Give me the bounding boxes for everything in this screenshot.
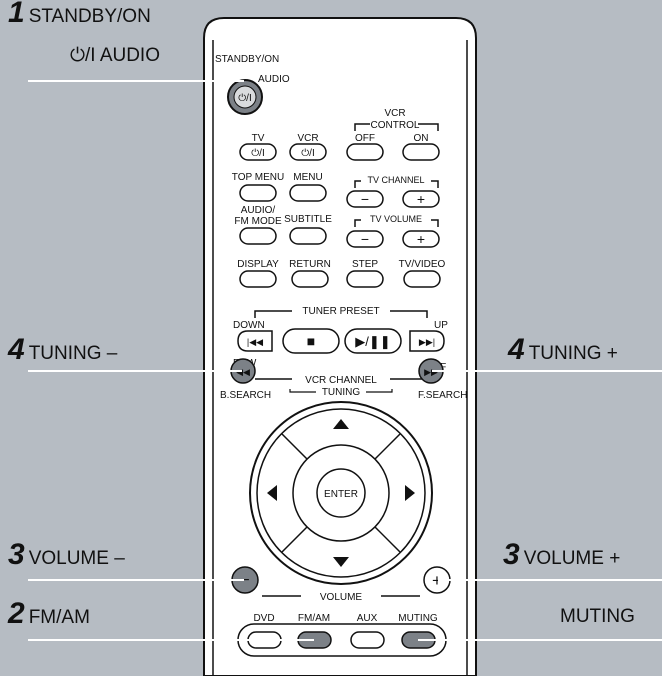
display-label: DISPLAY [237, 259, 279, 270]
power-icon: ⏻/I [238, 93, 251, 104]
tv-video-button[interactable] [403, 270, 441, 288]
vcr-channel-label: VCR CHANNEL [305, 375, 377, 386]
standby-label: STANDBY/ON [215, 54, 279, 65]
svg-text:⏻/I: ⏻/I [251, 148, 264, 159]
volume-minus-callout-line [28, 579, 244, 581]
vcr-control-label: CONTROL [371, 120, 420, 131]
menu-button[interactable] [289, 184, 327, 202]
step-button[interactable] [346, 270, 384, 288]
tv-volume-minus-button[interactable] [346, 230, 384, 248]
vcr-label: VCR [297, 133, 318, 144]
standby-callout-line2: ⏻/I AUDIO [70, 45, 160, 66]
on-label: ON [414, 133, 429, 144]
audio-fm-label: AUDIO/ [241, 205, 276, 216]
rewind-icon: ◀◀ [236, 367, 250, 377]
fast-forward-icon: ▶▶ [424, 367, 438, 377]
skip-back-icon: |◀◀ [247, 337, 263, 347]
return-button[interactable] [291, 270, 329, 288]
tv-label: TV [252, 133, 265, 144]
tuning-plus-callout-line [432, 370, 662, 372]
fm-mode-label: FM MODE [234, 216, 282, 227]
vcr-control-vcr-label: VCR [384, 108, 405, 119]
subtitle-label: SUBTITLE [284, 214, 332, 225]
return-label: RETURN [289, 259, 331, 270]
up-label: UP [434, 320, 448, 331]
tv-channel-minus-button[interactable] [346, 190, 384, 208]
vcr-on-button[interactable] [402, 143, 440, 161]
tv-channel-plus-button[interactable] [402, 190, 440, 208]
tv-volume-label: TV VOLUME [370, 214, 422, 224]
down-arrow-button[interactable] [333, 557, 349, 567]
tv-video-label: TV/VIDEO [399, 259, 446, 270]
vcr-power-button[interactable] [289, 143, 327, 161]
vcr-off-button[interactable] [346, 143, 384, 161]
fmam-callout-line [28, 639, 314, 641]
step-label: STEP [352, 259, 378, 270]
play-pause-button[interactable] [344, 328, 402, 354]
svg-text:+: + [432, 571, 442, 590]
svg-text:+: + [417, 191, 425, 207]
display-button[interactable] [239, 270, 277, 288]
aux-button[interactable] [350, 631, 385, 649]
top-menu-label: TOP MENU [232, 172, 284, 183]
f-search-label: F.SEARCH [418, 390, 467, 401]
standby-callout-line [28, 80, 244, 82]
enter-button[interactable] [316, 468, 366, 518]
tv-channel-label: TV CHANNEL [367, 175, 424, 185]
up-arrow-button[interactable] [333, 419, 349, 429]
muting-callout: MUTING [560, 606, 635, 627]
stop-icon: ■ [307, 333, 315, 349]
svg-text:−: − [361, 191, 369, 207]
right-arrow-button[interactable] [405, 485, 415, 501]
skip-forward-icon: ▶▶| [419, 337, 435, 347]
audio-fm-mode-button[interactable] [239, 227, 277, 245]
skip-forward-button[interactable] [409, 330, 445, 352]
muting-callout-line [418, 639, 662, 641]
left-arrow-button[interactable] [267, 485, 277, 501]
menu-label: MENU [293, 172, 322, 183]
muting-label: MUTING [398, 613, 438, 624]
aux-label: AUX [357, 613, 378, 624]
skip-back-button[interactable] [237, 330, 273, 352]
svg-text:−: − [361, 231, 369, 247]
svg-text:+: + [417, 231, 425, 247]
svg-text:−: − [240, 572, 249, 589]
dvd-label: DVD [253, 613, 274, 624]
tuning-label: TUNING [322, 387, 361, 398]
enter-label: ENTER [324, 489, 358, 500]
tv-power-button[interactable] [239, 143, 277, 161]
stop-button[interactable] [282, 328, 340, 354]
off-label: OFF [355, 133, 375, 144]
tv-volume-plus-button[interactable] [402, 230, 440, 248]
volume-label: VOLUME [320, 592, 363, 603]
tuning-minus-callout-line [28, 370, 242, 372]
volume-plus-callout-line [438, 579, 662, 581]
top-menu-button[interactable] [239, 184, 277, 202]
svg-text:⏻/I: ⏻/I [301, 148, 314, 159]
b-search-label: B.SEARCH [220, 390, 271, 401]
standby-button-face [233, 85, 257, 109]
audio-label: AUDIO [258, 74, 290, 85]
play-pause-icon: ▶/❚❚ [355, 334, 390, 350]
subtitle-button[interactable] [289, 227, 327, 245]
fm-am-label: FM/AM [298, 613, 330, 624]
down-label: DOWN [233, 320, 265, 331]
tuner-preset-label: TUNER PRESET [302, 306, 379, 317]
